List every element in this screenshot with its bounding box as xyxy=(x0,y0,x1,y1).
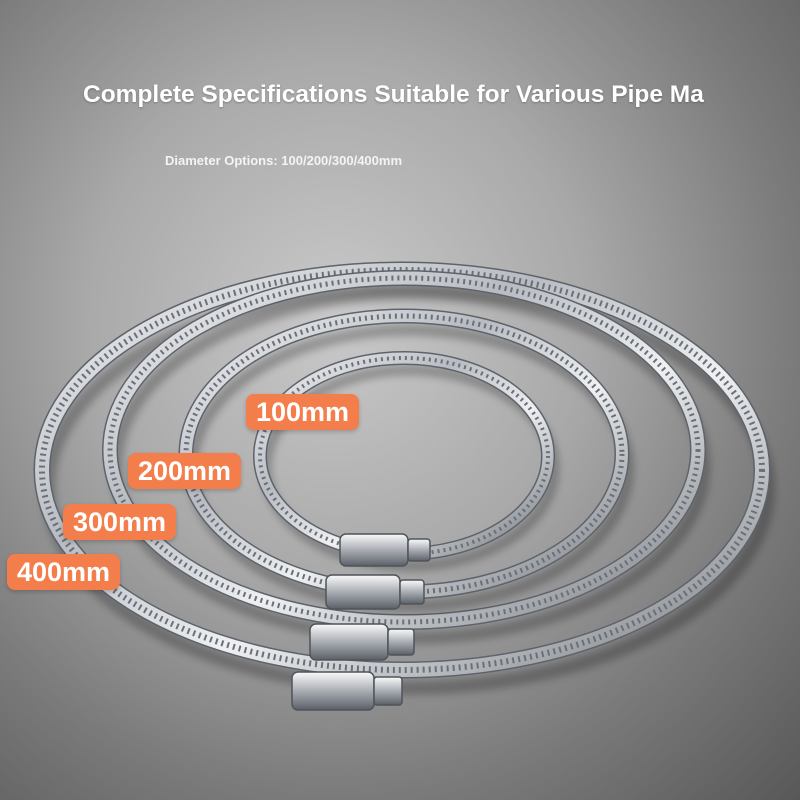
size-tag-200mm: 200mm xyxy=(128,453,242,489)
clamp-screw-housing xyxy=(309,623,415,661)
headline: Complete Specifications Suitable for Var… xyxy=(83,81,704,108)
clamp-300mm xyxy=(102,270,711,661)
clamp-screw-housing xyxy=(339,533,431,567)
clamp-100mm xyxy=(253,351,560,572)
clamp-screw-housing xyxy=(291,671,403,711)
size-tag-100mm: 100mm xyxy=(246,394,360,430)
diameter-options: Diameter Options: 100/200/300/400mm xyxy=(165,153,403,168)
size-tag-400mm: 400mm xyxy=(7,554,121,590)
size-tag-300mm: 300mm xyxy=(63,504,177,540)
clamp-screw-housing xyxy=(325,574,425,610)
